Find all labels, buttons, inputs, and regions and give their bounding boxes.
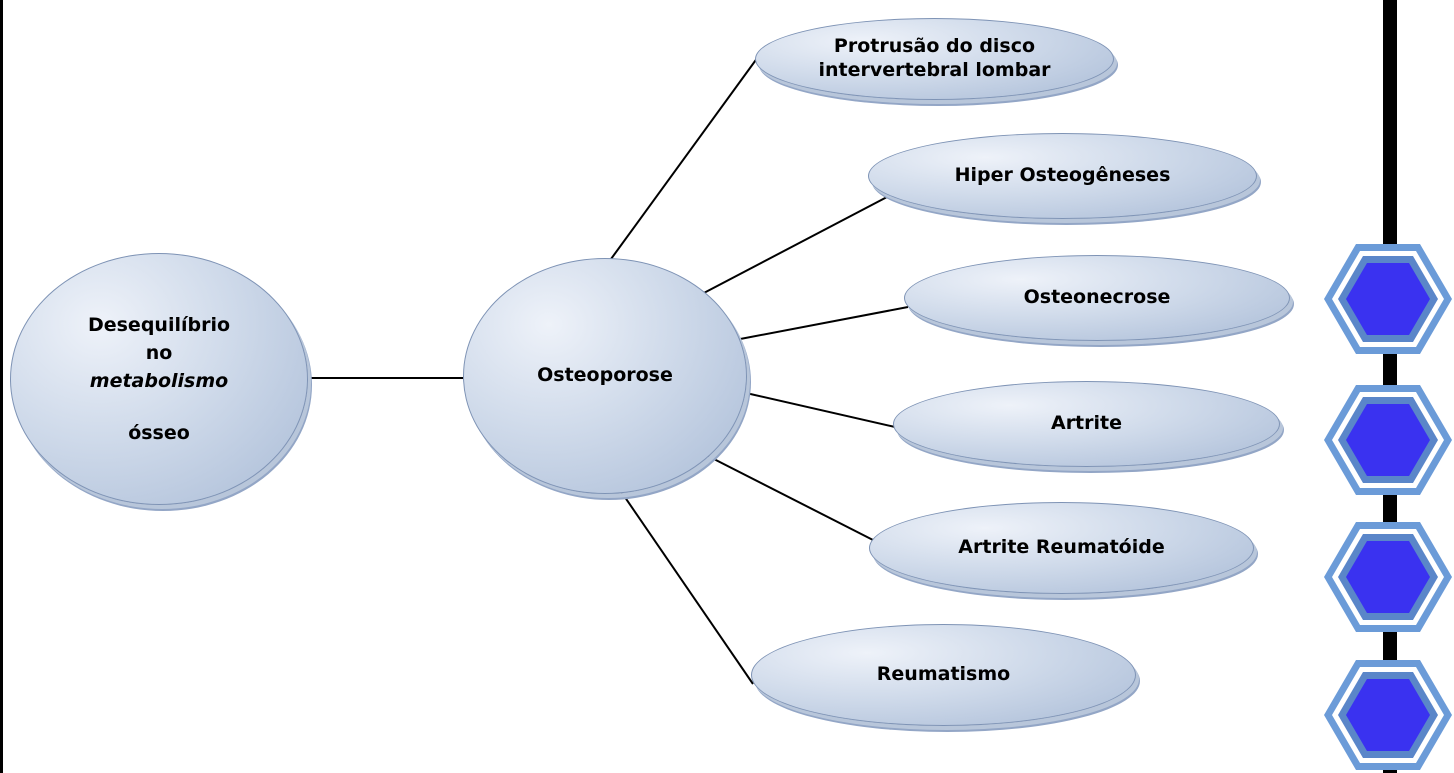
branch-node-reumatismo: Reumatismo <box>751 624 1136 726</box>
branch-node-protrusao: Protrusão do disco intervertebral lombar <box>755 18 1114 100</box>
root-line-4: ósseo <box>128 422 190 444</box>
root-line-1: Desequilíbrio <box>87 314 231 336</box>
branch-label: Artrite <box>1050 412 1122 435</box>
branch-label: Artrite Reumatóide <box>958 536 1165 559</box>
connector-center-osteonecrose <box>734 306 909 341</box>
branch-node-artrite-reumatoide: Artrite Reumatóide <box>869 502 1254 594</box>
hexagon-icon-1 <box>1324 244 1452 354</box>
connector-center-artrite-reumatoide <box>705 454 874 541</box>
hexagon-icon-3 <box>1324 522 1452 632</box>
branch-node-artrite: Artrite <box>893 381 1280 467</box>
connector-center-hiper <box>699 196 888 296</box>
center-node: Osteoporose <box>463 258 747 494</box>
branch-label: Protrusão do disco intervertebral lombar <box>818 35 1051 81</box>
root-line-2: no <box>145 342 173 364</box>
root-node: Desequilíbrio no metabolismo ósseo <box>10 253 308 505</box>
branch-label: Hiper Osteogêneses <box>954 164 1171 187</box>
left-border <box>0 0 3 773</box>
connector-center-protrusao <box>602 56 759 271</box>
hexagon-icon-2 <box>1324 385 1452 495</box>
branch-label: Osteonecrose <box>1023 286 1171 309</box>
center-label: Osteoporose <box>537 364 673 387</box>
branch-label: Reumatismo <box>876 663 1011 686</box>
root-line-3: metabolismo <box>89 370 229 392</box>
branch-node-osteonecrose: Osteonecrose <box>904 255 1290 341</box>
connector-center-artrite <box>745 392 896 428</box>
hexagon-icon-4 <box>1324 660 1452 770</box>
connector-center-reumatismo <box>619 489 754 685</box>
branch-node-hiper-osteogeneses: Hiper Osteogêneses <box>868 133 1257 219</box>
